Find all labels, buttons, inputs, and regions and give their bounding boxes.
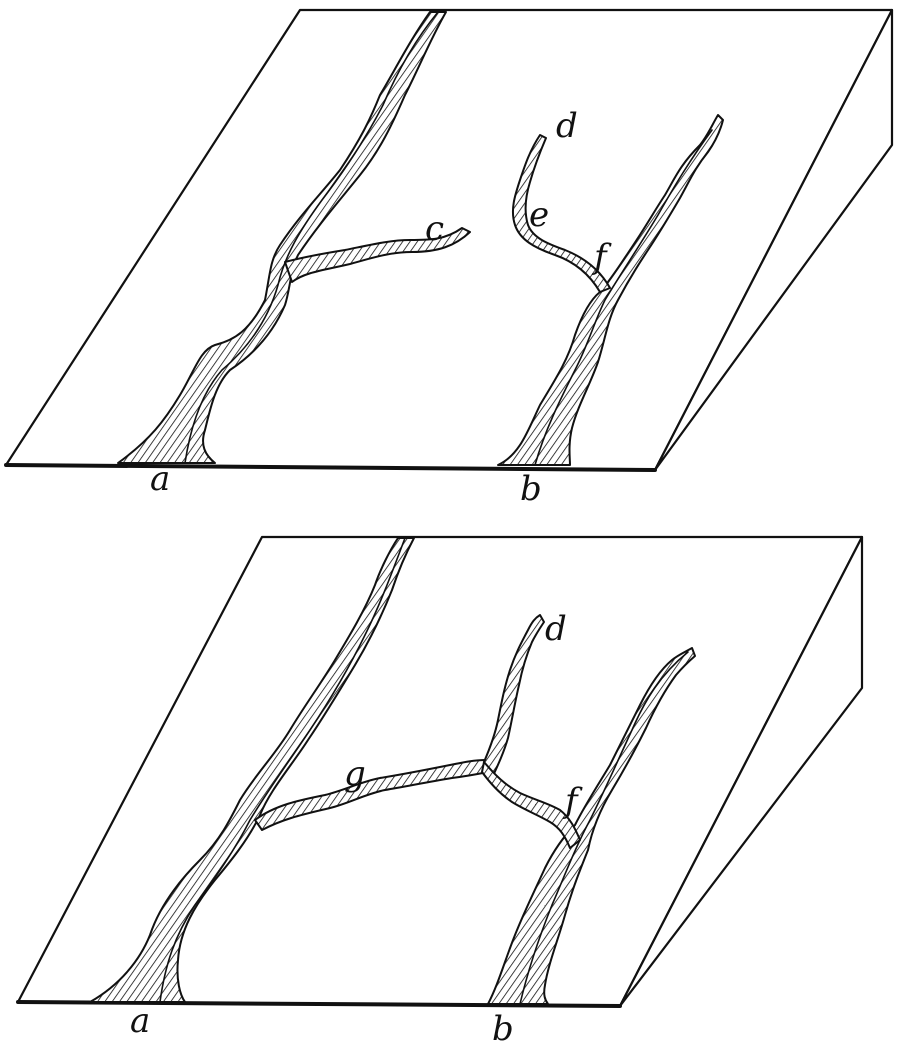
upper-block-slope-face (653, 8, 894, 472)
lower-stream-a (89, 537, 415, 1003)
upper-tributary-c (284, 227, 471, 283)
upper-label-a: a (150, 459, 170, 499)
upper-label-d: d (556, 106, 578, 146)
lower-block-slope-face (618, 535, 864, 1008)
lower-stream-b (481, 614, 696, 1005)
lower-stream-b-thalweg (519, 651, 689, 1005)
lower-label-b: b (492, 1009, 514, 1049)
upper-tributary-c-channel (284, 227, 471, 283)
lower-label-a: a (130, 1001, 150, 1041)
lower-branch-d-channel (483, 614, 545, 779)
upper-block-base-edge (4, 463, 657, 472)
upper-stream-a-channel (117, 11, 447, 464)
lower-label-g: g (344, 754, 366, 794)
upper-stream-b (497, 114, 724, 466)
upper-stream-a-thalweg (184, 11, 439, 464)
upper-stream-a (117, 11, 447, 464)
upper-branch-d-channel (511, 134, 611, 293)
upper-panel: a b c d e f (4, 8, 894, 509)
lower-stream-a-channel (89, 537, 415, 1003)
lower-panel: a b d f g (16, 535, 864, 1049)
upper-label-b: b (520, 469, 542, 509)
upper-stream-b-thalweg (534, 129, 713, 466)
lower-stream-b-channel (487, 647, 696, 1005)
lower-label-d: d (545, 609, 567, 649)
upper-label-c: c (425, 209, 444, 249)
lower-branch-f-channel (481, 761, 581, 849)
upper-label-e: e (529, 195, 549, 235)
lower-stream-a-thalweg (159, 537, 406, 1003)
